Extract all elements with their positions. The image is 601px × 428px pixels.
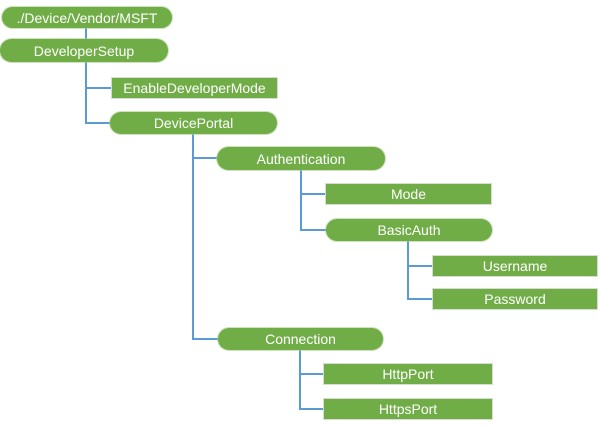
tree-node-deviceportal: DevicePortal — [110, 112, 277, 134]
tree-node-httpport: HttpPort — [323, 363, 493, 385]
deviceportal-trunk-line — [192, 134, 194, 340]
branch-httpport — [300, 373, 325, 375]
branch-basicauth — [301, 229, 328, 231]
authentication-trunk-line — [300, 170, 302, 231]
branch-password — [408, 298, 434, 300]
branch-connection — [193, 338, 220, 340]
tree-node-developersetup: DeveloperSetup — [0, 39, 168, 62]
tree-node-username: Username — [432, 255, 598, 277]
branch-httpsport — [300, 408, 325, 410]
connection-trunk-line — [299, 350, 301, 410]
tree-node-enabledevelopermode: EnableDeveloperMode — [111, 77, 278, 99]
developersetup-trunk-line — [85, 61, 87, 124]
tree-node-basicauth: BasicAuth — [326, 219, 492, 241]
msft-to-developersetup-line — [85, 28, 87, 40]
branch-mode — [301, 193, 327, 195]
tree-node-password: Password — [432, 288, 598, 310]
basicauth-trunk-line — [407, 241, 409, 300]
branch-authentication — [193, 157, 219, 159]
tree-node-device-vendor-msft: ./Device/Vendor/MSFT — [2, 7, 172, 28]
tree-node-authentication: Authentication — [217, 147, 385, 170]
tree-node-connection: Connection — [218, 328, 383, 350]
branch-username — [408, 265, 434, 267]
tree-node-mode: Mode — [325, 183, 492, 205]
branch-deviceportal — [86, 122, 112, 124]
branch-enabledevelopermode — [86, 87, 112, 89]
tree-node-httpsport: HttpsPort — [323, 398, 493, 420]
